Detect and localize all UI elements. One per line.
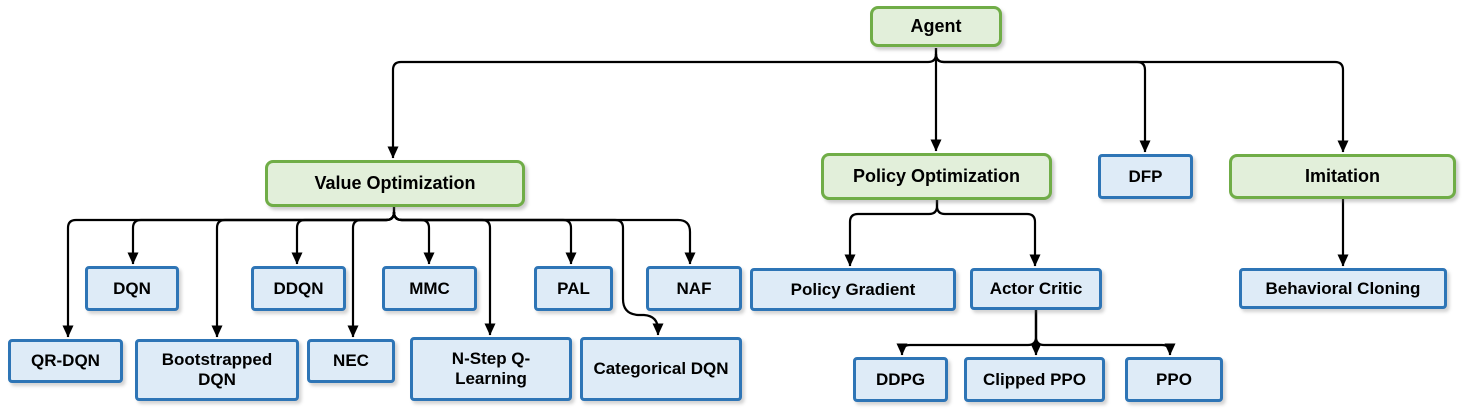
node-pal: PAL [534,266,613,311]
edge-agent-dfp [934,53,1151,153]
node-policy-gradient: Policy Gradient [750,268,956,311]
edge-agent-imitation [934,53,1349,153]
edge-actor-critic-ppo [1034,310,1176,356]
node-ddqn: DDQN [251,266,346,311]
node-categorical-dqn: Categorical DQN [580,337,742,401]
node-ppo: PPO [1125,357,1223,402]
edge-value-optimization-nec [347,211,396,338]
node-clipped-ppo: Clipped PPO [964,357,1105,402]
edge-agent-value-optimization [387,48,938,159]
node-policy-optimization: Policy Optimization [821,153,1052,200]
node-n-step-q-learning: N-Step Q-Learning [410,337,572,401]
node-actor-critic: Actor Critic [970,268,1102,310]
node-mmc: MMC [382,266,477,311]
node-naf: NAF [646,266,742,311]
edge-value-optimization-naf [392,211,696,265]
edge-value-optimization-mmc [392,207,435,265]
node-nec: NEC [307,339,395,383]
node-agent: Agent [870,6,1002,47]
node-imitation: Imitation [1229,154,1456,199]
edge-actor-critic-ddpg [896,310,1038,356]
node-bootstrapped-dqn: Bootstrapped DQN [135,339,299,401]
edge-policy-optimization-actor-critic [935,200,1041,267]
node-qr-dqn: QR-DQN [8,339,123,383]
node-behavioral-cloning: Behavioral Cloning [1239,268,1447,309]
edge-policy-optimization-policy-gradient [844,200,939,267]
node-dfp: DFP [1098,154,1193,199]
node-ddpg: DDPG [853,357,948,402]
node-dqn: DQN [85,266,179,311]
node-value-optimization: Value Optimization [265,160,525,207]
